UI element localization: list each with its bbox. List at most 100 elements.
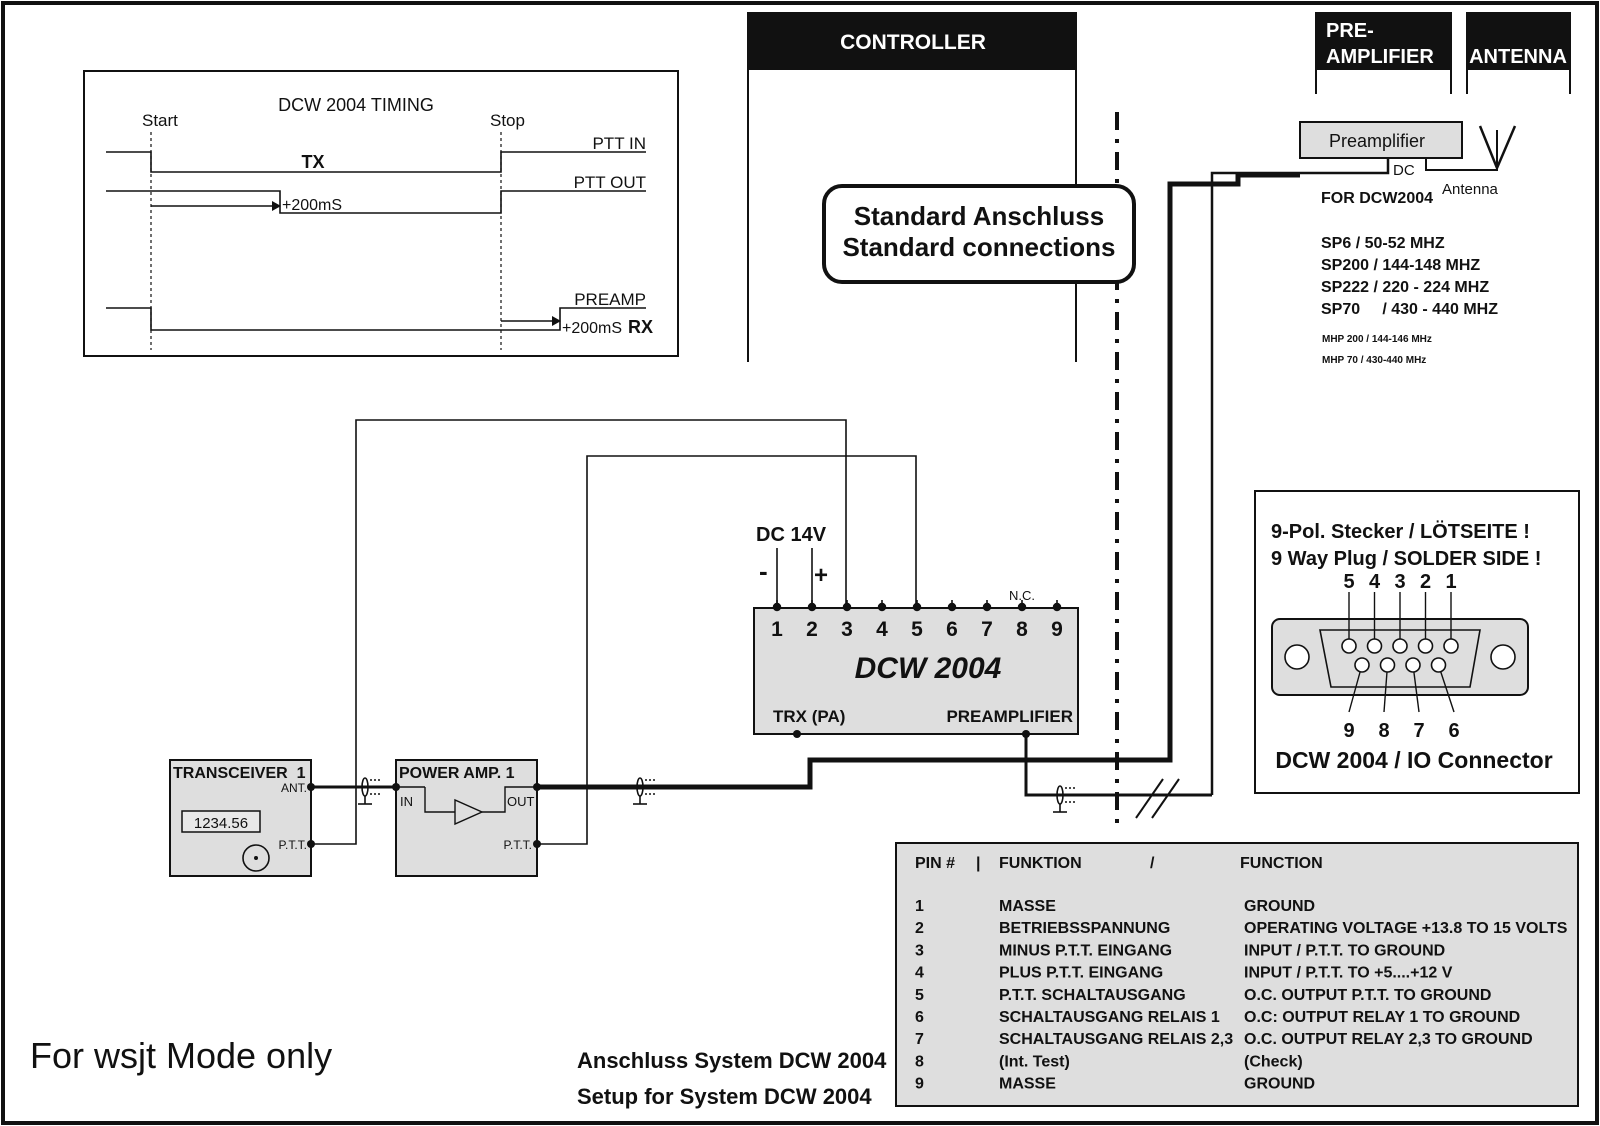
dsub-bottom-lead-9 [1348,664,1363,713]
coax-break-2 [1151,778,1180,819]
timing-stop-label: Stop [490,111,525,130]
pin-table-funktion-4: PLUS P.T.T. EINGANG [999,965,1163,982]
dsub-pin-9 [1354,657,1370,673]
timing-title: DCW 2004 TIMING [278,95,434,115]
dsub-pin-1 [1443,638,1459,654]
ptt-in-trace [106,151,646,173]
ptt-out-label: PTT OUT [574,173,646,192]
dsub-top-label-3: 3 [1394,571,1405,593]
controller-title: CONTROLLER [840,31,986,54]
pin-table-header-pin: PIN # [915,855,955,872]
transceiver-ptt-label: P.T.T. [279,838,307,852]
preamplifier-box-label: Preamplifier [1329,131,1425,151]
dcw-nc-label: N.C. [1009,588,1035,603]
preamp-arrowhead [552,316,561,326]
dsub-pin-7 [1405,657,1421,673]
model-small-1: MHP 70 / 430-440 MHz [1322,355,1426,366]
coax-ground-3 [1053,785,1075,813]
power-amp-ptt-label: P.T.T. [504,838,532,852]
power-amp-in-terminal [392,783,400,791]
dcw-trx-label: TRX (PA) [773,707,845,726]
ptt-out-trace [106,190,646,214]
power-amp-title: POWER AMP. 1 [399,765,515,782]
dcw-pin-dot-1 [772,602,782,612]
dcw-pin-dot-9 [1052,602,1062,612]
antenna-title: ANTENNA [1469,46,1567,68]
dcw-pin-label-1: 1 [771,618,783,641]
pin-table-funktion-6: SCHALTAUSGANG RELAIS 1 [999,1009,1220,1026]
antenna-header [1467,12,1570,70]
transceiver-unit: TRANSCEIVER 1 ANT. P.T.T. 1234.56 [169,759,315,877]
model-2: SP222 / 220 - 224 MHZ [1321,279,1489,296]
controller-column: CONTROLLER [747,12,1077,362]
delay2-label: +200mS [562,320,622,337]
connector-caption: DCW 2004 / IO Connector [1275,747,1552,773]
transceiver-display-value: 1234.56 [194,815,248,832]
dsub-bottom-label-9: 9 [1343,720,1354,742]
dcw-pin-dot-5 [912,602,922,612]
pin-table-function-1: GROUND [1244,898,1315,915]
dsub-bottom-label-7: 7 [1413,720,1424,742]
coax-break-1 [1135,778,1164,819]
io-connector-panel: 9-Pol. Stecker / LÖTSEITE ! 9 Way Plug /… [1254,490,1580,794]
dsub-top-label-2: 2 [1420,571,1431,593]
pin-table-function-6: O.C: OUTPUT RELAY 1 TO GROUND [1244,1009,1520,1026]
dsub-bottom-lead-7 [1412,664,1420,713]
ptt-out-arrowhead [272,201,281,211]
dsub-bottom-lead-6 [1437,664,1455,713]
power-amp-out-terminal [533,783,541,791]
preamp-antenna-label: Antenna [1442,181,1499,198]
pin-table-pin-9: 9 [915,1076,924,1093]
model-3: SP70 / 430 - 440 MHZ [1321,301,1498,318]
dsub-pin-4 [1366,638,1383,654]
model-1: SP200 / 144-148 MHZ [1321,257,1480,274]
preamp-antenna-lead [1425,130,1498,171]
pin-table-funktion-2: BETRIEBSSPANNUNG [999,920,1170,937]
pin-table-pin-7: 7 [915,1031,924,1048]
preamplifier-box [1299,121,1463,159]
models-heading: FOR DCW2004 [1321,190,1433,207]
dsub-bottom-label-6: 6 [1448,720,1459,742]
preamp-trace [106,307,646,331]
pin-table-funktion-7: SCHALTAUSGANG RELAIS 2,3 [999,1031,1233,1048]
dsub-pin-8 [1379,657,1396,673]
footer-caption-1: Anschluss System DCW 2004 [577,1048,887,1073]
pin-table-funktion-1: MASSE [999,898,1056,915]
rx-label: RX [628,317,653,337]
dsub-pin-6 [1430,657,1447,673]
dcw-pin-dot-8 [1017,602,1027,612]
standard-line1: Standard Anschluss [854,201,1104,231]
timing-start-label: Start [142,111,178,130]
transceiver-knob-center [254,856,258,860]
delay1-label: +200mS [282,197,342,214]
pin-table-pin-1: 1 [915,898,924,915]
mode-note: For wsjt Mode only [30,1035,332,1076]
footer-caption-2: Setup for System DCW 2004 [577,1084,872,1109]
pin-table-function-7: O.C. OUTPUT RELAY 2,3 TO GROUND [1244,1031,1533,1048]
dcw-preamp-terminal [1022,730,1030,738]
pin-table-function-8: (Check) [1244,1053,1303,1070]
dcw-pin-label-7: 7 [981,618,993,641]
pin-table-funktion-9: MASSE [999,1076,1056,1093]
tx-label: TX [301,152,324,172]
dcw-pin-dot-3 [842,602,852,612]
pin-table-function-4: INPUT / P.T.T. TO +5....+12 V [1244,965,1453,982]
controller-header [748,12,1076,70]
coax-ground-2 [633,777,655,805]
dcw-pin-dot-7 [982,602,992,612]
model-small-0: MHP 200 / 144-146 MHz [1322,334,1432,345]
dsub-top-label-5: 5 [1343,571,1354,593]
pin-table-funktion-8: (Int. Test) [999,1053,1070,1070]
dcw-minus-label: - [759,556,768,586]
pin-table-frame [895,842,1579,1107]
dcw-pin-label-2: 2 [806,618,818,641]
dcw-dc-label: DC 14V [756,524,827,546]
ptt-wire-transceiver [311,419,847,845]
dcw-pin-dot-4 [877,602,887,612]
pin-table-function-5: O.C. OUTPUT P.T.T. TO GROUND [1244,987,1491,1004]
coax-ground-1 [358,777,380,805]
rf-coax-pa-dcw [537,172,1300,790]
preamp-dc-label: DC [1393,162,1415,179]
